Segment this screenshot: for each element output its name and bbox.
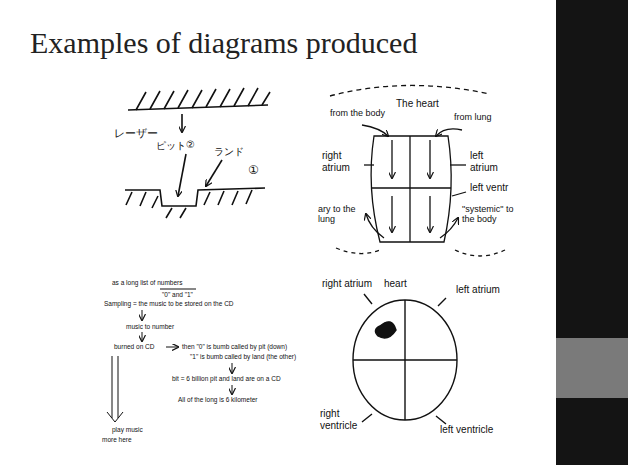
handwritten-label: right atrium	[322, 150, 362, 173]
handwritten-label: from the body	[330, 108, 385, 118]
handwritten-label: "1" is bumb called by land (the other)	[190, 353, 296, 360]
handwritten-label: right ventricle	[320, 408, 370, 431]
slide-title: Examples of diagrams produced	[30, 26, 417, 60]
cd-sketch	[125, 88, 270, 218]
handwritten-label: All of the long is 6 kilometer	[178, 396, 257, 403]
handwritten-label: heart	[384, 278, 407, 290]
handwritten-label: more here	[102, 436, 132, 443]
handwritten-label: レーザー	[114, 128, 158, 141]
handwritten-label: left atrium	[470, 150, 510, 173]
side-accent	[556, 338, 628, 398]
handwritten-label: right atrium	[322, 278, 372, 290]
handwritten-label: "0" and "1"	[162, 291, 193, 298]
handwritten-label: ary to the lung	[318, 204, 364, 225]
handwritten-label: bit = 6 billion pit and land are on a CD	[172, 375, 281, 382]
handwritten-label: ランド	[214, 146, 244, 158]
handwritten-label: The heart	[396, 98, 439, 110]
handwritten-label: play music	[112, 426, 143, 433]
handwritten-label: from lung	[454, 112, 492, 122]
handwritten-label: ピット	[156, 140, 186, 152]
handwritten-label: then "0" is bumb called by pit (down)	[182, 343, 287, 350]
handwritten-label: ②	[186, 139, 195, 151]
handwritten-label: ①	[248, 164, 259, 178]
handwritten-label: Sampling = the music to be stored on the…	[104, 300, 234, 307]
handwritten-label: as a long list of numbers	[112, 279, 182, 286]
handwritten-label: burned on CD	[114, 343, 154, 350]
handwritten-label: left ventricle	[440, 424, 493, 436]
handwritten-label: left ventr	[470, 182, 508, 194]
handwritten-label: "systemic" to the body	[462, 204, 524, 225]
side-band	[556, 0, 628, 465]
heart-circle	[353, 294, 457, 424]
handwritten-label: music to number	[126, 323, 174, 330]
handwritten-label: left atrium	[456, 284, 500, 296]
